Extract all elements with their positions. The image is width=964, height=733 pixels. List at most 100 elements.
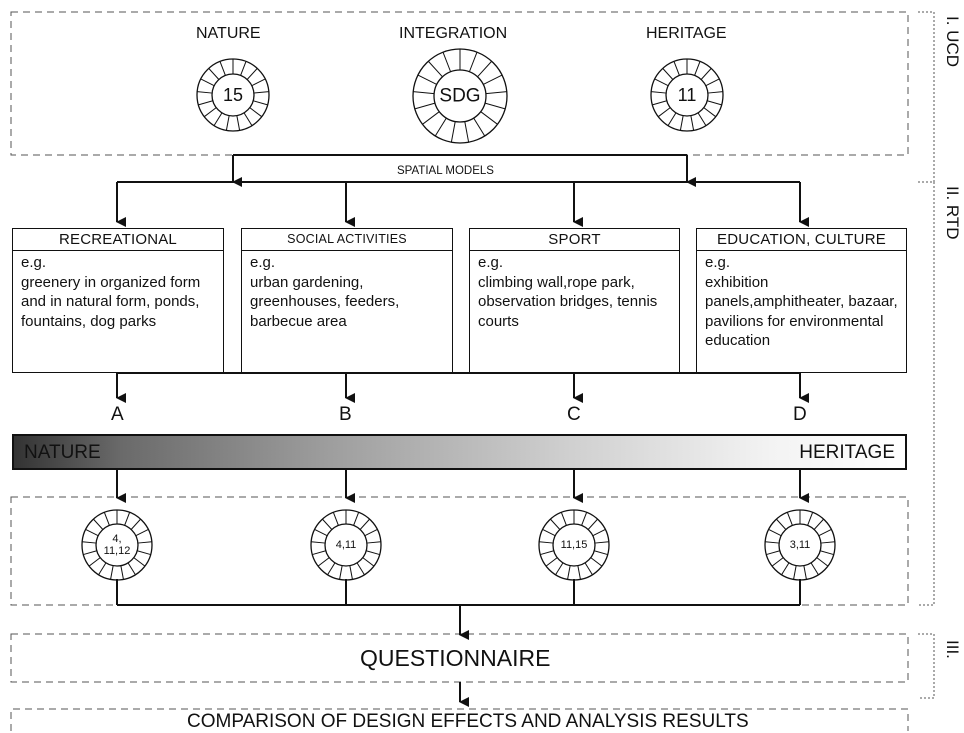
integration-wheel-segment <box>484 102 506 110</box>
education-culture-sdg-wheel: 3,11 <box>764 509 836 581</box>
recreational-examples: greenery in organized form and in natura… <box>21 273 201 330</box>
heritage-sdg-wheel: 11 <box>650 58 724 132</box>
social-activities-eg: e.g. <box>250 254 276 271</box>
social-activities-wheel-segment <box>311 541 326 544</box>
integration-wheel-segment <box>422 111 440 125</box>
integration-wheel-segment <box>414 102 436 110</box>
integration-wheel-segment <box>477 60 493 78</box>
recreational-sdg-wheel: 4,11,12 <box>81 509 153 581</box>
education-culture-wheel-segment <box>776 518 787 530</box>
nature-wheel-segment <box>197 91 213 94</box>
nature-wheel-segment <box>236 115 241 131</box>
recreational-wheel-segment <box>98 562 107 576</box>
letter-a: A <box>111 404 124 425</box>
nature-wheel-segment <box>219 61 226 76</box>
education-culture-wheel-segment <box>771 557 784 567</box>
wheel-connectors <box>116 579 801 707</box>
heritage-wheel-segment <box>705 78 720 87</box>
integration-wheel-segment <box>468 51 478 72</box>
education-culture-wheel-segment <box>816 557 829 567</box>
social-activities-wheel-segment <box>359 518 370 530</box>
recreational-eg: e.g. <box>21 254 47 271</box>
recreational-wheel-segment <box>120 565 124 580</box>
heritage-wheel-segment <box>707 100 722 106</box>
sport-body: e.g. climbing wall,rope park, observatio… <box>478 253 673 331</box>
recreational-box: RECREATIONAL e.g. greenery in organized … <box>12 228 224 373</box>
social-activities-wheel-segment <box>362 557 375 567</box>
education-culture-wheel-segment <box>807 512 814 526</box>
heritage-wheel-segment <box>657 107 671 118</box>
sport-wheel-segment <box>567 565 571 580</box>
comparison-panel <box>10 708 909 731</box>
letter-c: C <box>567 404 581 425</box>
education-culture-wheel-segment <box>786 512 793 526</box>
recreational-wheel-segment <box>127 562 136 576</box>
heritage-wheel-segment <box>667 112 677 126</box>
sport-wheel-segment <box>560 512 567 526</box>
education-culture-wheel-segment <box>793 565 797 580</box>
heritage-wheel-segment <box>673 61 680 76</box>
nature-wheel-segment <box>253 91 269 94</box>
education-culture-wheel-segment <box>818 528 832 537</box>
recreational-wheel-segment <box>85 528 99 537</box>
nature-wheel-segment <box>200 78 215 87</box>
spatial-models-label: SPATIAL MODELS <box>397 165 494 177</box>
integration-wheel-segment <box>464 121 470 143</box>
heritage-wheel-segment <box>703 107 717 118</box>
heritage-wheel-segment <box>654 78 669 87</box>
recreational-wheel-segment <box>130 518 141 530</box>
recreational-wheel-label: 11,12 <box>104 545 131 557</box>
recreational-wheel-segment <box>135 528 149 537</box>
sport-wheel-segment <box>592 528 606 537</box>
education-culture-title: EDUCATION, CULTURE <box>697 229 906 251</box>
sport-wheel-segment <box>594 541 609 544</box>
integration-sdg-wheel: SDG <box>412 48 508 144</box>
sport-wheel-label: 11,15 <box>561 539 588 551</box>
nature-wheel-segment <box>208 68 220 80</box>
social-activities-sdg-wheel: 4,11 <box>310 509 382 581</box>
gradient-right-label: HERITAGE <box>799 442 895 463</box>
integration-wheel-segment <box>427 60 443 78</box>
rtd-bracket <box>918 181 935 606</box>
nature-wheel-label: 15 <box>223 85 243 105</box>
nature-wheel-segment <box>203 107 217 118</box>
social-activities-wheel-segment <box>332 512 339 526</box>
recreational-wheel-segment <box>137 550 151 556</box>
sport-wheel-segment <box>577 565 581 580</box>
integration-wheel-segment <box>434 117 447 137</box>
heritage-wheel-segment <box>652 100 667 106</box>
education-culture-wheel-segment <box>803 565 807 580</box>
social-activities-body: e.g. urban gardening, greenhouses, feede… <box>250 253 446 331</box>
education-culture-wheel-segment <box>781 562 790 576</box>
social-activities-title: SOCIAL ACTIVITIES <box>242 229 452 251</box>
social-activities-wheel-segment <box>353 512 360 526</box>
recreational-wheel-segment <box>124 512 131 526</box>
education-culture-examples: exhibition panels,amphitheater, bazaar, … <box>705 273 898 350</box>
recreational-wheel-segment <box>137 541 152 544</box>
heritage-wheel-segment <box>700 68 712 80</box>
nature-wheel-segment <box>213 112 223 126</box>
sport-box: SPORT e.g. climbing wall,rope park, obse… <box>469 228 680 373</box>
nature-wheel-segment <box>249 107 263 118</box>
social-activities-examples: urban gardening, greenhouses, feeders, b… <box>250 273 400 330</box>
integration-wheel-segment <box>480 111 498 125</box>
sport-sdg-wheel: 11,15 <box>538 509 610 581</box>
nature-wheel-segment <box>251 78 266 87</box>
comparison-label: COMPARISON OF DESIGN EFFECTS AND ANALYSI… <box>187 711 749 732</box>
education-culture-box: EDUCATION, CULTURE e.g. exhibition panel… <box>696 228 907 373</box>
heritage-wheel-segment <box>690 115 695 131</box>
nature-sdg-wheel: 15 <box>196 58 270 132</box>
sport-wheel-segment <box>539 541 554 544</box>
social-activities-wheel-segment <box>349 565 353 580</box>
social-activities-wheel-segment <box>317 557 330 567</box>
integration-wheel-label: SDG <box>439 86 480 107</box>
social-activities-wheel-segment <box>322 518 333 530</box>
nature-wheel-segment <box>246 68 258 80</box>
sport-eg: e.g. <box>478 254 504 271</box>
sport-wheel-segment <box>590 557 603 567</box>
nature-title: NATURE <box>196 25 261 42</box>
letter-d: D <box>793 404 807 425</box>
social-activities-wheel-segment <box>364 528 378 537</box>
sport-wheel-segment <box>540 550 554 556</box>
recreational-wheel-segment <box>133 557 146 567</box>
